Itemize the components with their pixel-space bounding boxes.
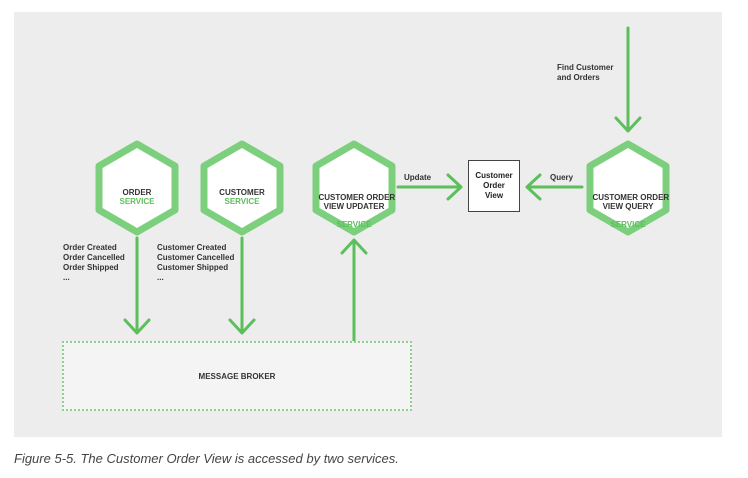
view-updater-name: CUSTOMER ORDER VIEW UPDATER (318, 193, 396, 211)
customer-events-label: Customer Created Customer Cancelled Cust… (157, 243, 235, 282)
view-query-hexagon (586, 140, 670, 236)
order-service-name: ORDER (122, 188, 152, 197)
view-updater-tag: SERVICE (336, 220, 372, 229)
find-arrow (614, 26, 642, 133)
order-events-label: Order Created Order Cancelled Order Ship… (63, 243, 125, 282)
order-service-label: ORDER SERVICE (102, 188, 172, 206)
figure-caption: Figure 5-5. The Customer Order View is a… (14, 451, 399, 466)
update-arrow (396, 173, 463, 201)
customer-service-hexagon (200, 140, 284, 236)
order-service-tag: SERVICE (119, 197, 155, 206)
update-label: Update (404, 173, 432, 182)
query-label: Query (550, 173, 574, 182)
view-query-label: CUSTOMER ORDER VIEW QUERY SERVICE (588, 184, 670, 238)
view-query-tag: SERVICE (610, 220, 646, 229)
view-query-name: CUSTOMER ORDER VIEW QUERY (592, 193, 670, 211)
customer-order-view-label: Customer Order View (475, 171, 513, 200)
view-updater-hexagon (312, 140, 396, 236)
find-customer-label: Find Customer and Orders (557, 63, 614, 82)
customer-service-label: CUSTOMER SERVICE (207, 188, 277, 206)
customer-service-tag: SERVICE (224, 197, 260, 206)
message-broker: MESSAGE BROKER (62, 341, 412, 411)
broker-to-updater-arrow (340, 238, 368, 343)
query-arrow (525, 173, 584, 201)
message-broker-label: MESSAGE BROKER (198, 371, 276, 381)
customer-order-view-box: Customer Order View (468, 160, 520, 212)
customer-events-arrow (228, 236, 256, 335)
order-events-arrow (123, 236, 151, 335)
customer-service-name: CUSTOMER (219, 188, 265, 197)
view-updater-label: CUSTOMER ORDER VIEW UPDATER SERVICE (314, 184, 396, 238)
order-service-hexagon (95, 140, 179, 236)
